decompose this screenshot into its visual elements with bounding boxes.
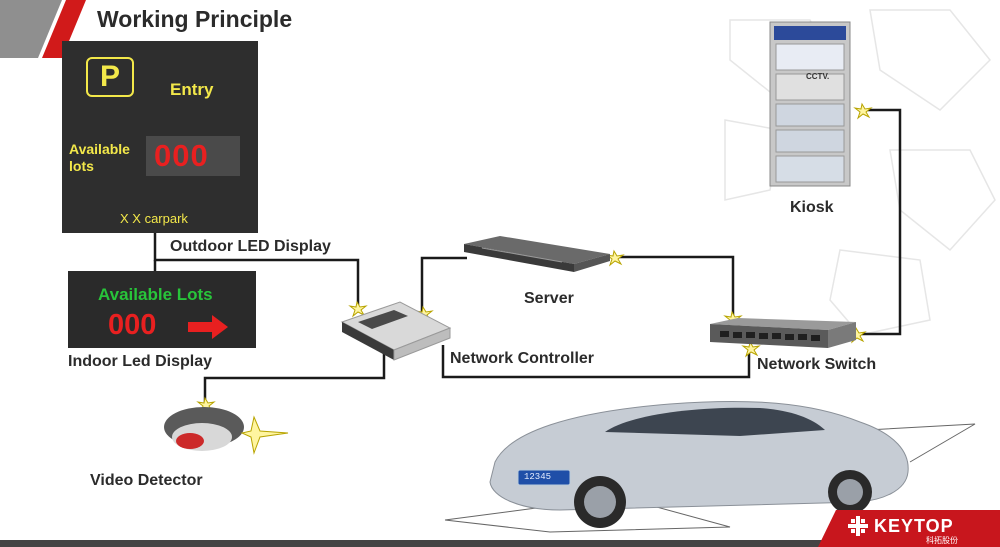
entry-label: Entry	[170, 80, 214, 99]
outdoor-display-caption: Outdoor LED Display	[170, 238, 331, 255]
outdoor-lot-count: 000	[146, 136, 240, 176]
kiosk-label: Kiosk	[790, 199, 834, 216]
carpark-name: X X carpark	[120, 211, 188, 226]
server-device	[464, 236, 610, 272]
brand-name: KEYTOP	[874, 516, 954, 536]
header-accent	[0, 0, 86, 58]
network-controller-device	[340, 301, 452, 361]
brand-logo: KEYTOP 科拓股份	[818, 510, 1000, 547]
video-detector-label: Video Detector	[90, 472, 203, 489]
connector-spark-outdoor	[348, 300, 368, 318]
indoor-led-display: Available Lots 000	[68, 271, 256, 348]
keytop-emblem-icon	[848, 516, 868, 536]
background-pattern	[724, 9, 996, 336]
footer-bar	[0, 540, 1000, 547]
available-lots-label: Available lots	[69, 141, 139, 175]
available-label-line2: lots	[69, 158, 94, 174]
kiosk-cctv-label: CCTV.	[806, 72, 830, 81]
parking-symbol: P	[86, 57, 134, 97]
license-plate: 12345	[524, 472, 552, 482]
indoor-display-caption: Indoor Led Display	[68, 353, 213, 370]
network-switch-device	[710, 318, 856, 348]
indoor-lot-count: 000	[108, 309, 157, 341]
server-label: Server	[524, 290, 574, 307]
network-switch-label: Network Switch	[757, 356, 877, 373]
page-title: Working Principle	[97, 6, 293, 32]
kiosk-device	[769, 21, 851, 187]
outdoor-led-display: P Entry Available lots 000 X X carpark	[62, 41, 258, 233]
video-detector-device	[164, 407, 289, 455]
indoor-display-title: Available Lots	[98, 285, 213, 304]
car-illustration	[444, 400, 976, 533]
network-controller-label: Network Controller	[450, 350, 595, 367]
arrow-right-icon	[188, 315, 228, 339]
brand-subtitle: 科拓股份	[926, 536, 958, 545]
available-label-line1: Available	[69, 141, 130, 157]
